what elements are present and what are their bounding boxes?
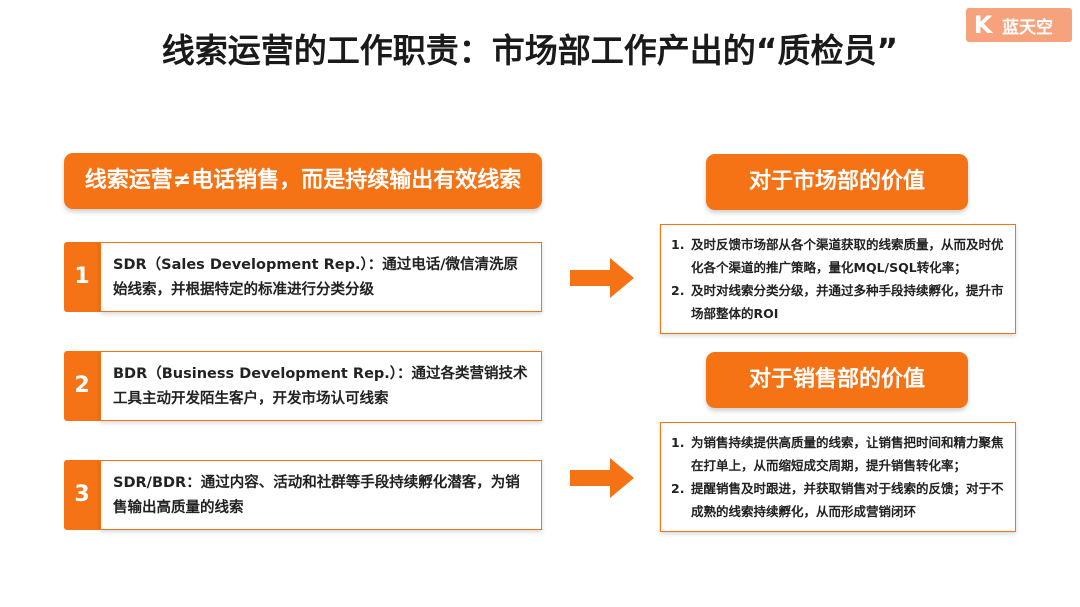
brand-logo: K 蓝天空	[966, 8, 1072, 42]
list-item: 1. 为销售持续提供高质量的线索，让销售把时间和精力聚焦在打单上，从而缩短成交周…	[671, 431, 1005, 477]
market-value-list: 1. 及时反馈市场部从各个渠道获取的线索质量，从而及时优化各个渠道的推广策略，量…	[671, 233, 1005, 325]
role-item-bdr: 2 BDR（Business Development Rep.）：通过各类营销技…	[64, 351, 542, 421]
list-text: 及时反馈市场部从各个渠道获取的线索质量，从而及时优化各个渠道的推广策略，量化MQ…	[691, 237, 1004, 275]
list-index: 1.	[671, 237, 685, 252]
list-text: 为销售持续提供高质量的线索，让销售把时间和精力聚焦在打单上，从而缩短成交周期，提…	[691, 435, 1004, 473]
item-description: SDR/BDR：通过内容、活动和社群等手段持续孵化潜客，为销售输出高质量的线索	[100, 460, 542, 530]
list-index: 2.	[671, 283, 685, 298]
item-description: SDR（Sales Development Rep.）：通过电话/微信清洗原始线…	[100, 242, 542, 312]
item-number: 2	[64, 351, 100, 421]
right-arrow-icon	[570, 458, 634, 498]
left-header-banner: 线索运营≠电话销售，而是持续输出有效线索	[64, 153, 542, 209]
list-text: 及时对线索分类分级，并通过多种手段持续孵化，提升市场部整体的ROI	[691, 283, 1004, 321]
logo-text: 蓝天空	[1002, 17, 1053, 38]
role-item-sdr: 1 SDR（Sales Development Rep.）：通过电话/微信清洗原…	[64, 242, 542, 312]
item-number: 1	[64, 242, 100, 312]
sales-value-header: 对于销售部的价值	[706, 352, 968, 408]
market-value-header: 对于市场部的价值	[706, 154, 968, 210]
list-item: 1. 及时反馈市场部从各个渠道获取的线索质量，从而及时优化各个渠道的推广策略，量…	[671, 233, 1005, 279]
item-description: BDR（Business Development Rep.）：通过各类营销技术工…	[100, 351, 542, 421]
sales-value-list: 1. 为销售持续提供高质量的线索，让销售把时间和精力聚焦在打单上，从而缩短成交周…	[671, 431, 1005, 523]
page-title: 线索运营的工作职责：市场部工作产出的“质检员”	[161, 31, 899, 70]
sales-value-box: 1. 为销售持续提供高质量的线索，让销售把时间和精力聚焦在打单上，从而缩短成交周…	[660, 422, 1016, 532]
list-item: 2. 提醒销售及时跟进，并获取销售对于线索的反馈；对于不成熟的线索持续孵化，从而…	[671, 477, 1005, 523]
right-arrow-icon	[570, 258, 634, 298]
item-number: 3	[64, 460, 100, 530]
market-value-box: 1. 及时反馈市场部从各个渠道获取的线索质量，从而及时优化各个渠道的推广策略，量…	[660, 224, 1016, 334]
list-index: 1.	[671, 435, 685, 450]
list-item: 2. 及时对线索分类分级，并通过多种手段持续孵化，提升市场部整体的ROI	[671, 279, 1005, 325]
role-item-sdr-bdr: 3 SDR/BDR：通过内容、活动和社群等手段持续孵化潜客，为销售输出高质量的线…	[64, 460, 542, 530]
list-text: 提醒销售及时跟进，并获取销售对于线索的反馈；对于不成熟的线索持续孵化，从而形成营…	[691, 481, 1004, 519]
logo-k-icon: K	[973, 11, 993, 39]
list-index: 2.	[671, 481, 685, 496]
